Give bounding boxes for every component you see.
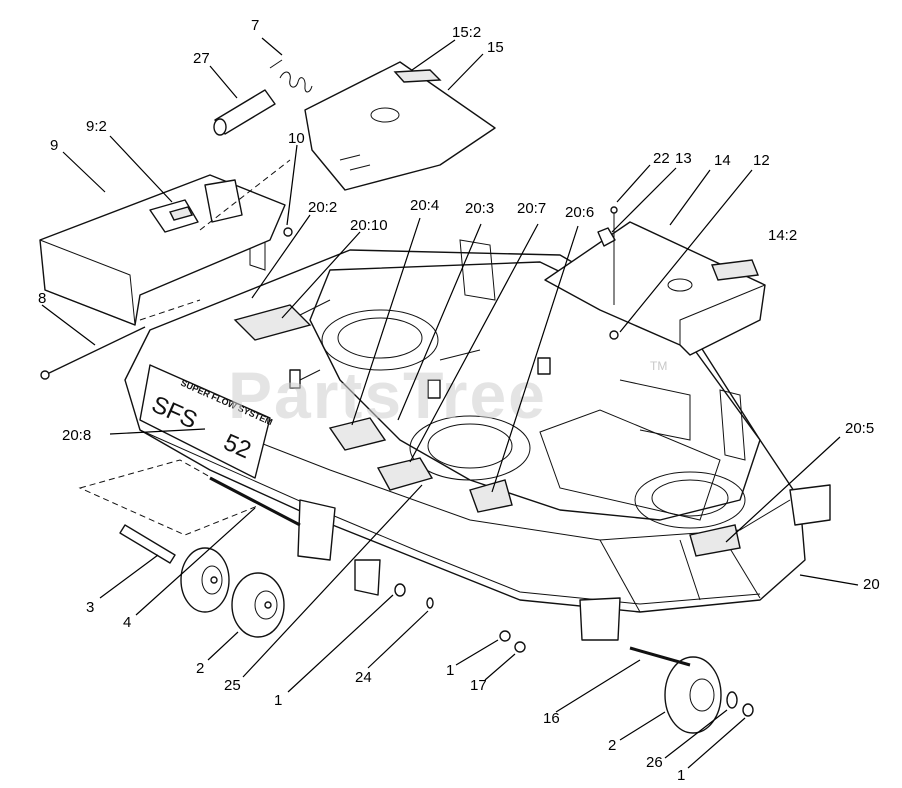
wheel-rear	[629, 646, 754, 734]
callout-15: 15	[487, 39, 504, 56]
wheel-front-left	[180, 547, 230, 613]
callout-25: 25	[224, 677, 241, 694]
callout-17: 17	[470, 677, 487, 694]
callout-7: 7	[251, 17, 259, 34]
decal-20-6	[469, 479, 513, 513]
belt-cover-plate	[304, 61, 496, 191]
callout-14: 14	[714, 152, 731, 169]
callout-16: 16	[543, 710, 560, 727]
callout-9-2: 9:2	[86, 118, 107, 135]
callout-9: 9	[50, 137, 58, 154]
callout-20-6: 20:6	[565, 204, 594, 221]
callout-26: 26	[646, 754, 663, 771]
callout-1-mid: 1	[446, 662, 454, 679]
callout-2-front: 2	[196, 660, 204, 677]
roller-tube-27	[213, 89, 276, 136]
callout-20: 20	[863, 576, 880, 593]
callout-13: 13	[675, 150, 692, 167]
bolt-8	[40, 326, 146, 380]
spring	[269, 59, 313, 93]
callout-4: 4	[123, 614, 131, 631]
decal-20-4	[328, 417, 387, 451]
decal-14-2	[711, 259, 759, 281]
callout-1-rear: 1	[677, 767, 685, 784]
wheel-front-right	[231, 572, 285, 638]
callout-8: 8	[38, 290, 46, 307]
decal-15-2	[393, 69, 442, 83]
callout-20-7: 20:7	[517, 200, 546, 217]
callout-20-10: 20:10	[350, 217, 388, 234]
callout-24: 24	[355, 669, 372, 686]
callout-22: 22	[653, 150, 670, 167]
callout-2-rear: 2	[608, 737, 616, 754]
callout-10: 10	[288, 130, 305, 147]
decal-9-2	[168, 206, 194, 221]
leader-lines	[41, 37, 859, 769]
callout-20-2: 20:2	[308, 199, 337, 216]
callout-20-4: 20:4	[410, 197, 439, 214]
idler-arm	[597, 206, 619, 340]
nut-10	[283, 227, 293, 237]
callout-27: 27	[193, 50, 210, 67]
callout-20-8: 20:8	[62, 427, 91, 444]
decal-20-3	[376, 457, 434, 491]
callout-15-2: 15:2	[452, 24, 481, 41]
washers	[394, 583, 526, 653]
callout-20-3: 20:3	[465, 200, 494, 217]
watermark-trademark: TM	[650, 359, 667, 373]
callout-14-2: 14:2	[768, 227, 797, 244]
callout-12: 12	[753, 152, 770, 169]
belt-cover-left	[39, 174, 286, 326]
callout-1-front: 1	[274, 692, 282, 709]
roller-3	[119, 524, 176, 564]
decal-20-5	[689, 524, 741, 557]
callout-3: 3	[86, 599, 94, 616]
decal-20-10	[233, 304, 312, 341]
callout-labels: 7 27 15:2 15 9:2 9 10 20:2 20:10 20:4 20…	[38, 17, 880, 784]
watermark: PartsTree	[228, 358, 547, 432]
callout-20-5: 20:5	[845, 420, 874, 437]
